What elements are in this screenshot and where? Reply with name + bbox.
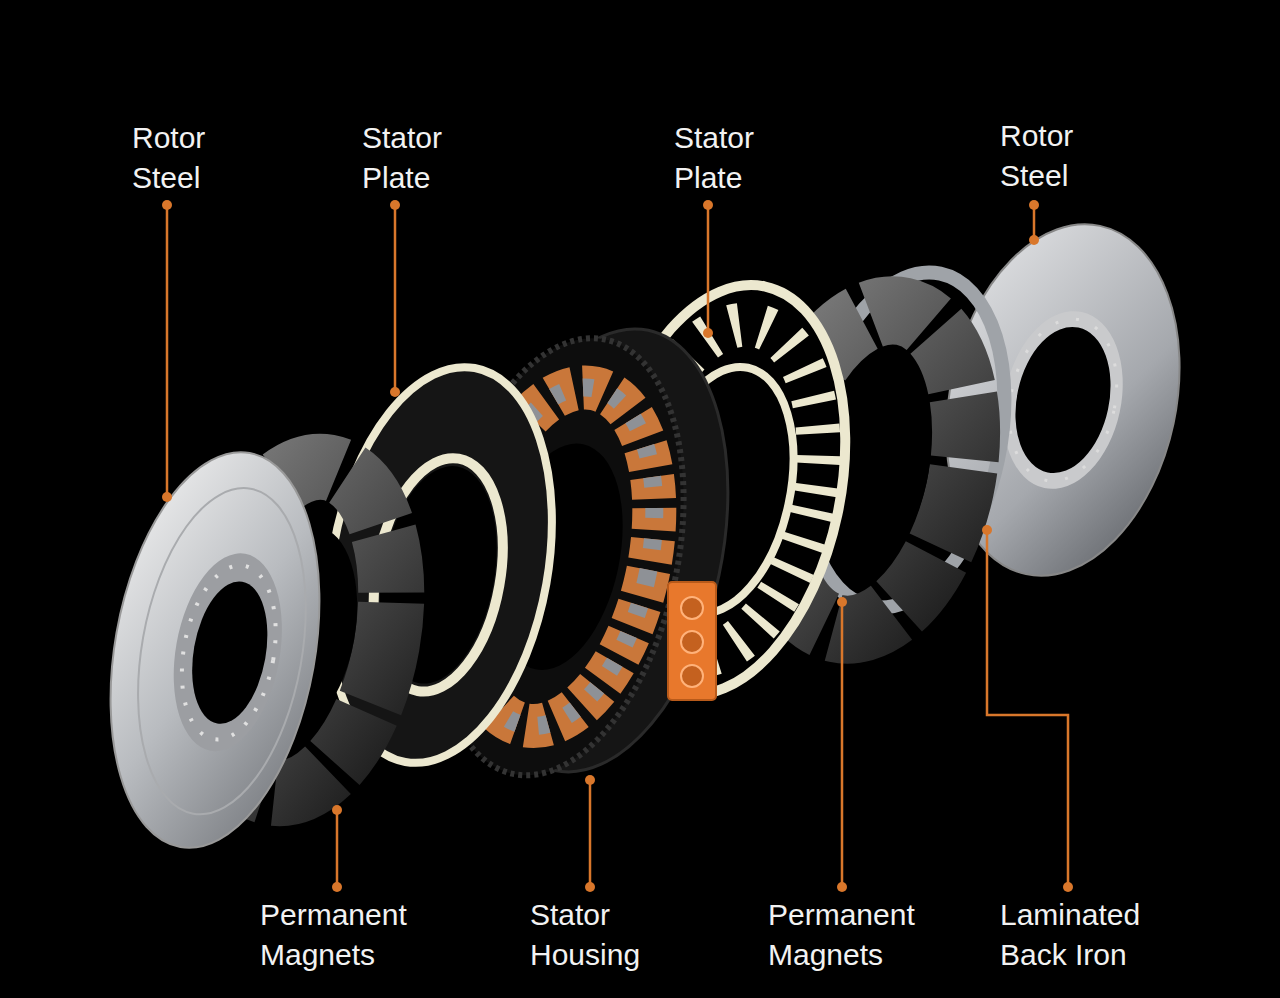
part-label: Permanent Magnets [768, 895, 938, 975]
leader-dots [162, 200, 1073, 892]
rotor-steel-left [82, 436, 348, 865]
part-label: Rotor Steel [132, 118, 237, 198]
part-label: Laminated Back Iron [1000, 895, 1165, 975]
part-label-box: Stator Plate [362, 118, 477, 198]
part-label: Stator Housing [530, 895, 660, 975]
part-label-box: Rotor Steel [132, 118, 237, 198]
part-label: Stator Plate [674, 118, 789, 198]
part-label-box: Permanent Magnets [768, 895, 938, 975]
part-label: Stator Plate [362, 118, 477, 198]
leader-lines [167, 205, 1068, 887]
part-label-box: Permanent Magnets [260, 895, 430, 975]
part-label: Rotor Steel [1000, 116, 1105, 196]
part-label-box: Stator Housing [530, 895, 660, 975]
part-label-box: Rotor Steel [1000, 116, 1105, 196]
part-label: Permanent Magnets [260, 895, 430, 975]
part-label-box: Stator Plate [674, 118, 789, 198]
part-label-box: Laminated Back Iron [1000, 895, 1165, 975]
power-connector [668, 582, 716, 700]
